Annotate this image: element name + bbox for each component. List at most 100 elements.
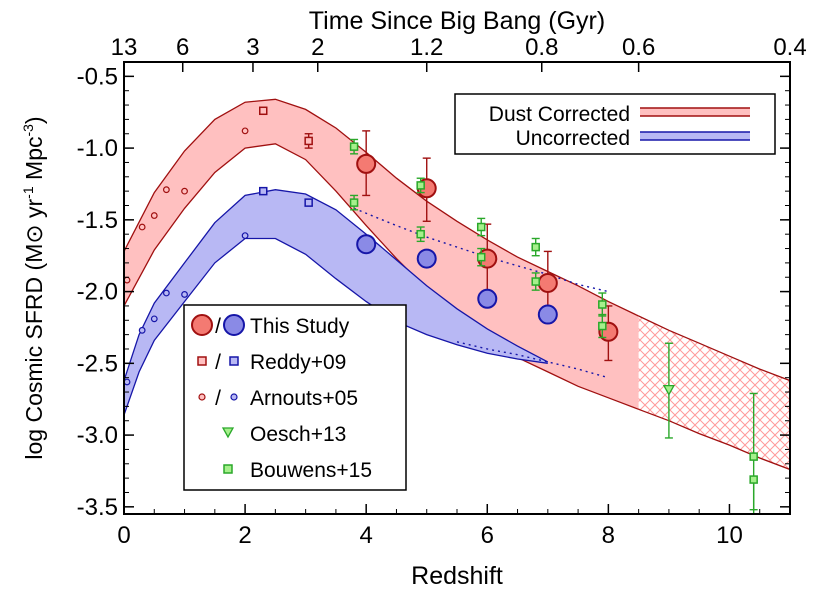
point-small-circle xyxy=(162,186,170,194)
dust-corrected-upper-line xyxy=(124,98,639,317)
y-tick-label: -2.0 xyxy=(77,279,118,306)
point-small-circle xyxy=(181,291,188,298)
legend-entry-label: Oesch+13 xyxy=(250,423,346,446)
x-tick-label: 8 xyxy=(602,522,615,549)
series-bouwens-15-green xyxy=(349,138,758,514)
point-small-circle xyxy=(124,276,131,284)
dust-corrected-band xyxy=(124,99,639,410)
point-square xyxy=(598,321,607,331)
point-small-circle xyxy=(124,378,131,386)
point-small-circle xyxy=(150,212,158,219)
series-oesch-13-green xyxy=(662,342,676,439)
top-tick-label: 6 xyxy=(176,34,189,61)
legend-marker-reddy-red xyxy=(197,356,207,366)
legend-marker-reddy-blue xyxy=(229,356,239,366)
point-small-circle xyxy=(241,232,249,240)
point-small-circle xyxy=(162,289,170,297)
top-tick-label: 0.8 xyxy=(525,34,558,61)
legend-top-swatch xyxy=(640,132,750,140)
point-square xyxy=(259,106,268,116)
x-axis-title: Redshift xyxy=(411,562,503,590)
axis-ticks: 0 2 4 6 8 10 -0.5 -1.0 -1.5 -2.0 -2.5 -3.0 -3.5 13 6 3 2… xyxy=(77,34,807,549)
point-square xyxy=(259,186,268,196)
model-bands xyxy=(124,98,790,471)
point-big-circle xyxy=(356,153,377,174)
point-square xyxy=(304,136,313,146)
legend-marker-arnouts-red xyxy=(198,393,206,401)
top-tick-label: 0.6 xyxy=(622,34,655,61)
series-this-study-uncorrected xyxy=(356,234,558,325)
top-tick-label: 13 xyxy=(111,34,138,61)
point-square xyxy=(476,252,486,262)
extrapolation-lower-line xyxy=(638,408,790,471)
legend-bottom-box xyxy=(183,304,407,491)
y-tick-label: -3.0 xyxy=(77,422,118,449)
series-reddy-09-uncorrected xyxy=(259,186,313,207)
point-big-circle xyxy=(537,304,558,325)
point-square xyxy=(304,198,313,207)
y-axis-title-part: ⊙ xyxy=(21,224,47,243)
x-tick-label: 10 xyxy=(716,522,743,549)
point-square xyxy=(749,475,758,484)
legend-entry-label: This Study xyxy=(250,315,350,338)
point-square xyxy=(349,142,359,151)
point-square xyxy=(416,229,425,239)
point-square xyxy=(749,452,758,461)
legend-marker-this-study-red xyxy=(191,314,213,336)
point-big-circle xyxy=(537,272,558,293)
legend-data-sources: This Study/Reddy+09/Arnouts+05/Oesch+13B… xyxy=(183,304,407,491)
legend-entry-label: Bouwens+15 xyxy=(250,459,372,482)
point-small-circle xyxy=(150,315,158,323)
y-axis-title-part: Mpc xyxy=(21,137,47,187)
y-tick-label: -1.5 xyxy=(77,207,118,234)
legend-entry-label: Reddy+09 xyxy=(250,351,346,374)
legend-marker-bouwens xyxy=(223,464,233,474)
y-tick-label: -2.5 xyxy=(77,350,118,377)
legend-top-box xyxy=(454,93,776,155)
legend-top-swatch xyxy=(640,108,750,116)
y-axis-title-part: -1 xyxy=(20,186,36,199)
legend-slash: / xyxy=(215,315,221,338)
top-tick-label: 3 xyxy=(246,34,259,61)
legend-marker-oesch xyxy=(221,427,235,439)
y-axis-title-part: log Cosmic SFRD (M xyxy=(21,244,47,460)
series-reddy-09-dust-corrected xyxy=(259,106,313,149)
point-big-circle xyxy=(356,234,377,255)
uncorrected-band xyxy=(124,189,548,415)
point-square xyxy=(531,277,540,286)
x-tick-label: 0 xyxy=(117,522,130,549)
legend-marker-arnouts-blue xyxy=(230,393,238,401)
point-small-circle xyxy=(241,127,249,135)
y-tick-label: -3.5 xyxy=(77,494,118,521)
top-tick-label: 0.4 xyxy=(773,34,806,61)
legend-marker-this-study-blue xyxy=(223,314,245,336)
point-square xyxy=(416,181,425,190)
top-axis-title: Time Since Big Bang (Gyr) xyxy=(309,7,605,35)
point-big-circle xyxy=(477,288,498,309)
legend-top-label: Uncorrected xyxy=(516,127,630,150)
y-axis-title-part: -3 xyxy=(20,124,36,137)
extrapolation-band-hatched xyxy=(638,316,790,470)
x-tick-label: 6 xyxy=(481,522,494,549)
point-square xyxy=(349,198,359,207)
y-axis-title-part: yr xyxy=(21,198,47,224)
point-square xyxy=(476,222,486,232)
y-tick-label: -1.0 xyxy=(77,135,118,162)
y-tick-label: -0.5 xyxy=(77,63,118,90)
dust-corrected-lower-line xyxy=(124,143,639,410)
y-axis-title: log Cosmic SFRD (M⊙ yr-1 Mpc-3) xyxy=(20,116,47,459)
legend-top-label: Dust Corrected xyxy=(489,103,630,126)
point-triangle-down xyxy=(662,384,676,396)
point-square xyxy=(598,300,607,309)
point-small-circle xyxy=(138,326,146,334)
data-marks xyxy=(124,106,758,514)
x-tick-label: 2 xyxy=(238,522,251,549)
series-arnouts-05-uncorrected xyxy=(124,232,249,386)
x-tick-label: 4 xyxy=(360,522,373,549)
uncorrected-upper-line xyxy=(124,189,549,381)
point-small-circle xyxy=(181,187,188,195)
top-tick-label: 2 xyxy=(311,34,324,61)
